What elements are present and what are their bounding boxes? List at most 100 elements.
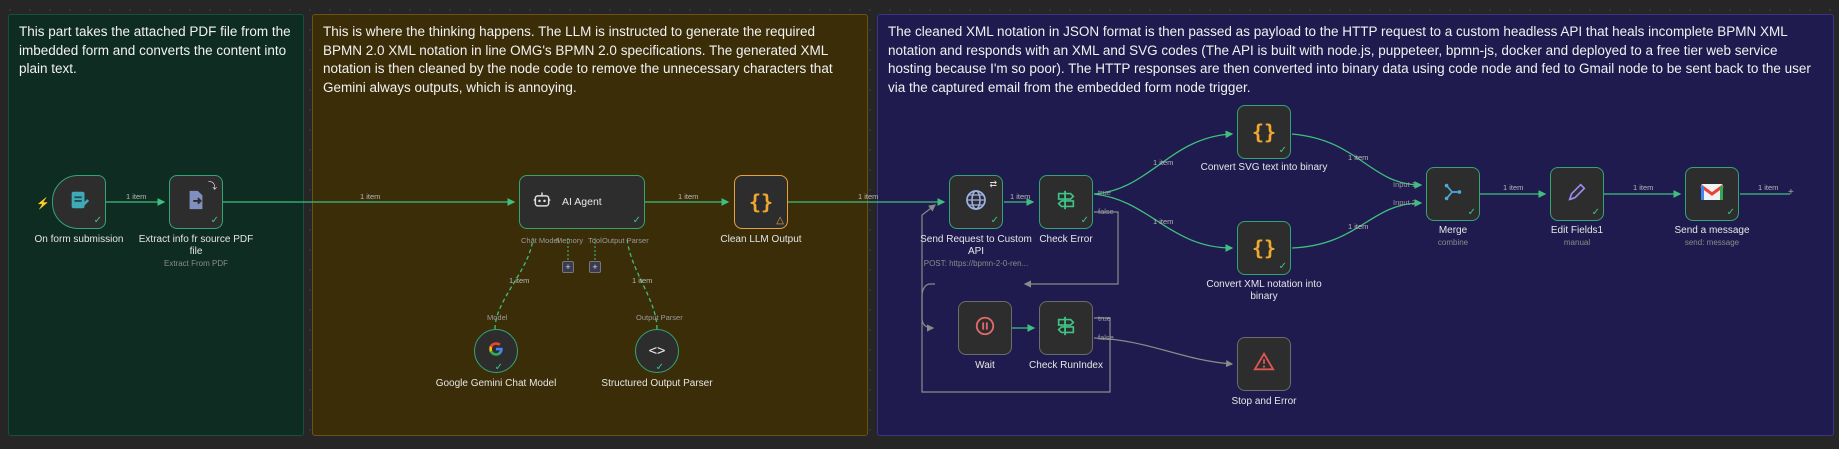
success-check-icon: ✓	[1467, 207, 1476, 218]
sticky-note-api-delivery[interactable]: The cleaned XML notation in JSON format …	[877, 14, 1834, 436]
connection-count-label: 1 item	[1633, 183, 1654, 192]
port-label-chat-model: Chat Model	[521, 236, 560, 245]
webhook-arrow-icon: ⇄	[989, 179, 997, 189]
wire-loop-to-wait	[921, 283, 935, 332]
gmail-icon	[1700, 182, 1724, 207]
input-label-1: Input 1	[1393, 180, 1416, 189]
code-braces-icon: {}	[748, 190, 774, 214]
success-check-icon: ✓	[93, 215, 102, 226]
node-ai-agent[interactable]: AI Agent ✓	[519, 175, 645, 229]
connection-count-label: 1 item	[632, 276, 653, 285]
success-check-icon: ✓	[1591, 207, 1600, 218]
connection-count-label: 1 item	[1010, 192, 1031, 201]
node-title: Extract info fr source PDF file	[138, 234, 254, 257]
success-check-icon: ✓	[990, 215, 999, 226]
node-title: AI Agent	[562, 196, 602, 208]
node-send-gmail[interactable]: ✓	[1685, 167, 1739, 221]
node-clean-llm-output[interactable]: {} △	[734, 175, 788, 229]
sticky-note-pdf-extraction[interactable]: This part takes the attached PDF file fr…	[8, 14, 304, 436]
node-merge[interactable]: ✓	[1426, 167, 1480, 221]
code-brackets-icon: <>	[648, 343, 666, 359]
node-subtitle: POST: https://bpmn-2-0-ren...	[923, 259, 1029, 268]
node-title: Wait	[975, 360, 995, 371]
input-label-2: Input 2	[1393, 198, 1416, 207]
connection-count-label: 1 item	[509, 276, 530, 285]
sticky-note-text: The cleaned XML notation in JSON format …	[888, 24, 1811, 95]
file-export-icon	[185, 189, 207, 216]
node-subtitle: send: message	[1684, 238, 1740, 247]
form-icon	[68, 189, 90, 216]
node-edit-fields[interactable]: ✓	[1550, 167, 1604, 221]
connection-count-label: 1 item	[1348, 222, 1369, 231]
port-label-model: Model	[487, 313, 508, 322]
node-check-error[interactable]: ✓	[1039, 175, 1093, 229]
output-label-true: true	[1098, 188, 1111, 197]
wire-svg-to-merge	[1291, 133, 1423, 189]
globe-icon	[964, 188, 988, 217]
node-structured-output-parser[interactable]: <> ✓	[635, 329, 679, 373]
connection-count-label: 1 item	[678, 192, 699, 201]
port-label-tool: Tool	[588, 236, 602, 245]
pin-icon: ⤵	[207, 181, 217, 191]
node-title: Merge	[1438, 225, 1468, 236]
node-wait[interactable]	[958, 301, 1012, 355]
wire-gemini-to-agent	[494, 237, 534, 330]
trigger-bolt-icon: ⚡	[36, 198, 50, 210]
node-title: Convert XML notation into binary	[1206, 279, 1322, 302]
success-check-icon: ✓	[655, 362, 664, 373]
warning-triangle-icon	[1253, 351, 1275, 378]
node-title: Clean LLM Output	[720, 234, 802, 245]
node-form-submission[interactable]: ✓	[52, 175, 106, 229]
pause-icon	[974, 315, 996, 342]
node-gemini-chat-model[interactable]: ✓	[474, 329, 518, 373]
success-check-icon: ✓	[1278, 261, 1287, 272]
code-braces-icon: {}	[1251, 236, 1277, 260]
success-check-icon: ✓	[632, 215, 641, 226]
pencil-icon	[1566, 181, 1588, 208]
node-extract-pdf[interactable]: ⤵ ✓	[169, 175, 223, 229]
wire-parser-to-agent	[626, 237, 658, 330]
add-memory-button[interactable]: +	[562, 261, 574, 273]
node-convert-xml[interactable]: {} ✓	[1237, 221, 1291, 275]
node-subtitle: Extract From PDF	[163, 259, 228, 268]
node-title: Send a message	[1674, 225, 1750, 236]
robot-icon	[532, 190, 552, 215]
node-http-request[interactable]: ⇄ ✓	[949, 175, 1003, 229]
node-title: Stop and Error	[1231, 396, 1297, 407]
success-check-icon: ✓	[1080, 215, 1089, 226]
node-title: Check Error	[1039, 234, 1093, 245]
wire-checkrun-true-back	[1025, 317, 1111, 393]
output-label-false: false	[1098, 207, 1114, 216]
connection-count-label: 1 item	[858, 192, 879, 201]
node-subtitle: manual	[1563, 238, 1591, 247]
node-title: Convert SVG text into binary	[1200, 162, 1328, 173]
connection-count-label: 1 item	[126, 192, 147, 201]
node-check-runindex[interactable]	[1039, 301, 1093, 355]
output-label-false: false	[1098, 333, 1114, 342]
connection-count-label: 1 item	[1153, 217, 1174, 226]
add-next-node-button[interactable]: +	[1788, 187, 1794, 198]
success-check-icon: ✓	[210, 215, 219, 226]
port-label-output-parser: Output Parser	[602, 236, 649, 245]
node-title: Send Request to Custom API	[920, 234, 1032, 257]
wire-checkrun-false-to-stop	[1093, 337, 1234, 368]
connection-count-label: 1 item	[1503, 183, 1524, 192]
node-convert-svg[interactable]: {} ✓	[1237, 105, 1291, 159]
port-label-memory: Memory	[556, 236, 584, 245]
wire-check-to-xml	[1093, 193, 1234, 252]
connection-count-label: 1 item	[1348, 153, 1369, 162]
sticky-note-text: This is where the thinking happens. The …	[323, 24, 833, 95]
success-check-icon: ✓	[1278, 145, 1287, 156]
node-title: Structured Output Parser	[601, 378, 713, 389]
connection-count-label: 1 item	[1758, 183, 1779, 192]
sticky-note-text: This part takes the attached PDF file fr…	[19, 24, 291, 76]
wire-check-false-loop	[1023, 211, 1119, 288]
signpost-icon	[1055, 315, 1077, 342]
node-title: Google Gemini Chat Model	[435, 378, 557, 389]
connection-count-label: 1 item	[360, 192, 381, 201]
node-stop-and-error[interactable]	[1237, 337, 1291, 391]
add-tool-button[interactable]: +	[589, 261, 601, 273]
merge-icon	[1442, 181, 1464, 208]
node-title: Check RunIndex	[1029, 360, 1103, 371]
signpost-icon	[1055, 189, 1077, 216]
